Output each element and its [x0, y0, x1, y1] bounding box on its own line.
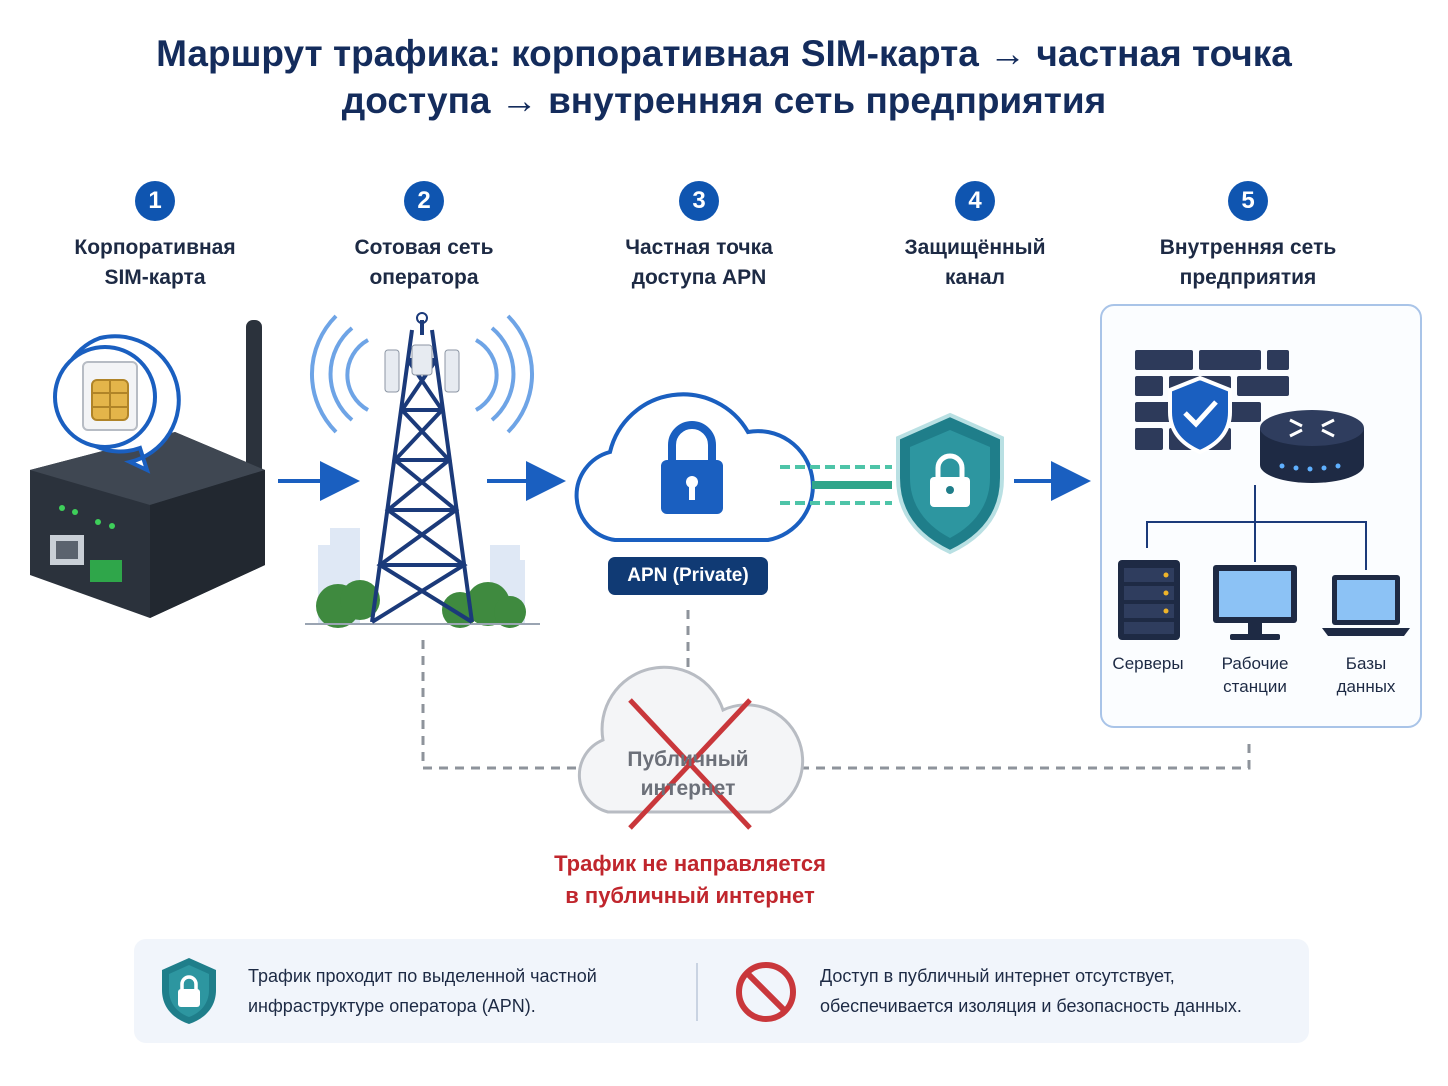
public-internet-label: Публичный интернет — [627, 748, 749, 800]
firewall-icon — [1135, 350, 1289, 455]
enterprise-network-box — [1100, 304, 1422, 728]
warning-text: Трафик не направляется в публичный интер… — [554, 851, 826, 908]
network-tree-lines — [1146, 485, 1367, 570]
shield-lock-icon — [162, 958, 216, 1024]
footer-divider — [696, 963, 698, 1021]
device-label-workstations: Рабочие станции — [1221, 654, 1289, 696]
step-number: 1 — [135, 181, 175, 221]
step-4: 4 Защищённый канал — [855, 181, 1095, 293]
step-3: 3 Частная точка доступа APN — [579, 181, 819, 293]
laptop-icon — [1322, 575, 1410, 636]
crossed-cloud-icon — [577, 665, 805, 830]
sim-card-icon — [53, 334, 181, 474]
device-label-servers: Серверы — [1112, 654, 1184, 673]
step-label: Защищённый канал — [904, 236, 1046, 289]
step-1: 1 Корпоративная SIM-карта — [35, 181, 275, 293]
server-icon — [1118, 560, 1180, 640]
apn-badge: APN (Private) — [608, 557, 768, 595]
step-number: 5 — [1228, 181, 1268, 221]
page-title: Маршрут трафика: корпоративная SIM-карта… — [0, 30, 1448, 124]
network-router-icon — [1260, 410, 1364, 483]
footer-left-text: Трафик проходит по выделенной частной ин… — [248, 966, 597, 1016]
secure-channel-lines — [780, 465, 892, 505]
device-label-databases: Базы данных — [1336, 654, 1396, 696]
step-label: Внутренняя сеть предприятия — [1159, 236, 1337, 289]
footer-right-text: Доступ в публичный интернет отсутствует,… — [820, 966, 1242, 1016]
step-label: Частная точка доступа APN — [625, 236, 773, 289]
title-line-1: Маршрут трафика: корпоративная SIM-карта… — [156, 33, 1292, 74]
step-number: 2 — [404, 181, 444, 221]
step-5: 5 Внутренняя сеть предприятия — [1128, 181, 1368, 293]
step-number: 3 — [679, 181, 719, 221]
step-number: 4 — [955, 181, 995, 221]
step-label: Корпоративная SIM-карта — [74, 236, 236, 289]
step-2: 2 Сотовая сеть оператора — [304, 181, 544, 293]
prohibited-icon — [736, 962, 796, 1022]
public-path-lines — [421, 610, 1251, 770]
step-label: Сотовая сеть оператора — [354, 236, 494, 289]
monitor-icon — [1213, 565, 1297, 640]
shield-lock-icon — [896, 412, 1004, 555]
title-line-2: доступа → внутренняя сеть предприятия — [341, 80, 1107, 121]
cell-tower-icon — [305, 312, 540, 628]
cloud-lock-icon — [574, 392, 815, 542]
footer-panel — [134, 939, 1309, 1043]
